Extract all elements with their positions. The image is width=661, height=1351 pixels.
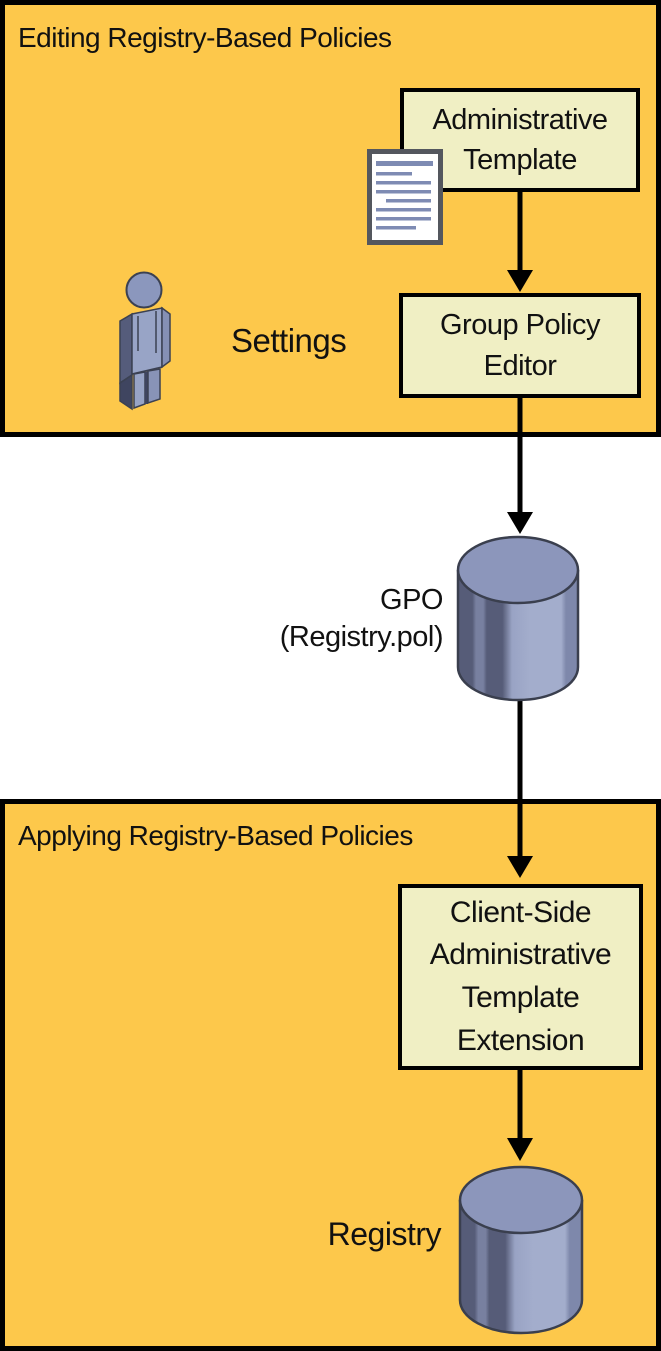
- applying-section-title: Applying Registry-Based Policies: [18, 820, 413, 851]
- client-side-extension-node: Client-Side Administrative Template Exte…: [398, 884, 643, 1070]
- person-icon: [119, 271, 171, 411]
- registry-label: Registry: [327, 1216, 442, 1252]
- settings-label: Settings: [231, 322, 347, 359]
- document-icon: [367, 149, 443, 245]
- group-policy-editor-node: Group Policy Editor: [399, 293, 641, 398]
- section-applying-policies: [0, 799, 661, 1351]
- gpo-registry-pol-label: GPO (Registry.pol): [279, 584, 444, 653]
- gpo-database-cylinder-icon: [456, 535, 580, 702]
- group-policy-editor-label: Group Policy Editor: [439, 309, 601, 382]
- editing-section-title: Editing Registry-Based Policies: [18, 22, 392, 53]
- administrative-template-node: Administrative Template: [400, 88, 640, 192]
- client-side-extension-label: Client-Side Administrative Template Exte…: [429, 895, 612, 1057]
- administrative-template-label: Administrative Template: [432, 103, 608, 176]
